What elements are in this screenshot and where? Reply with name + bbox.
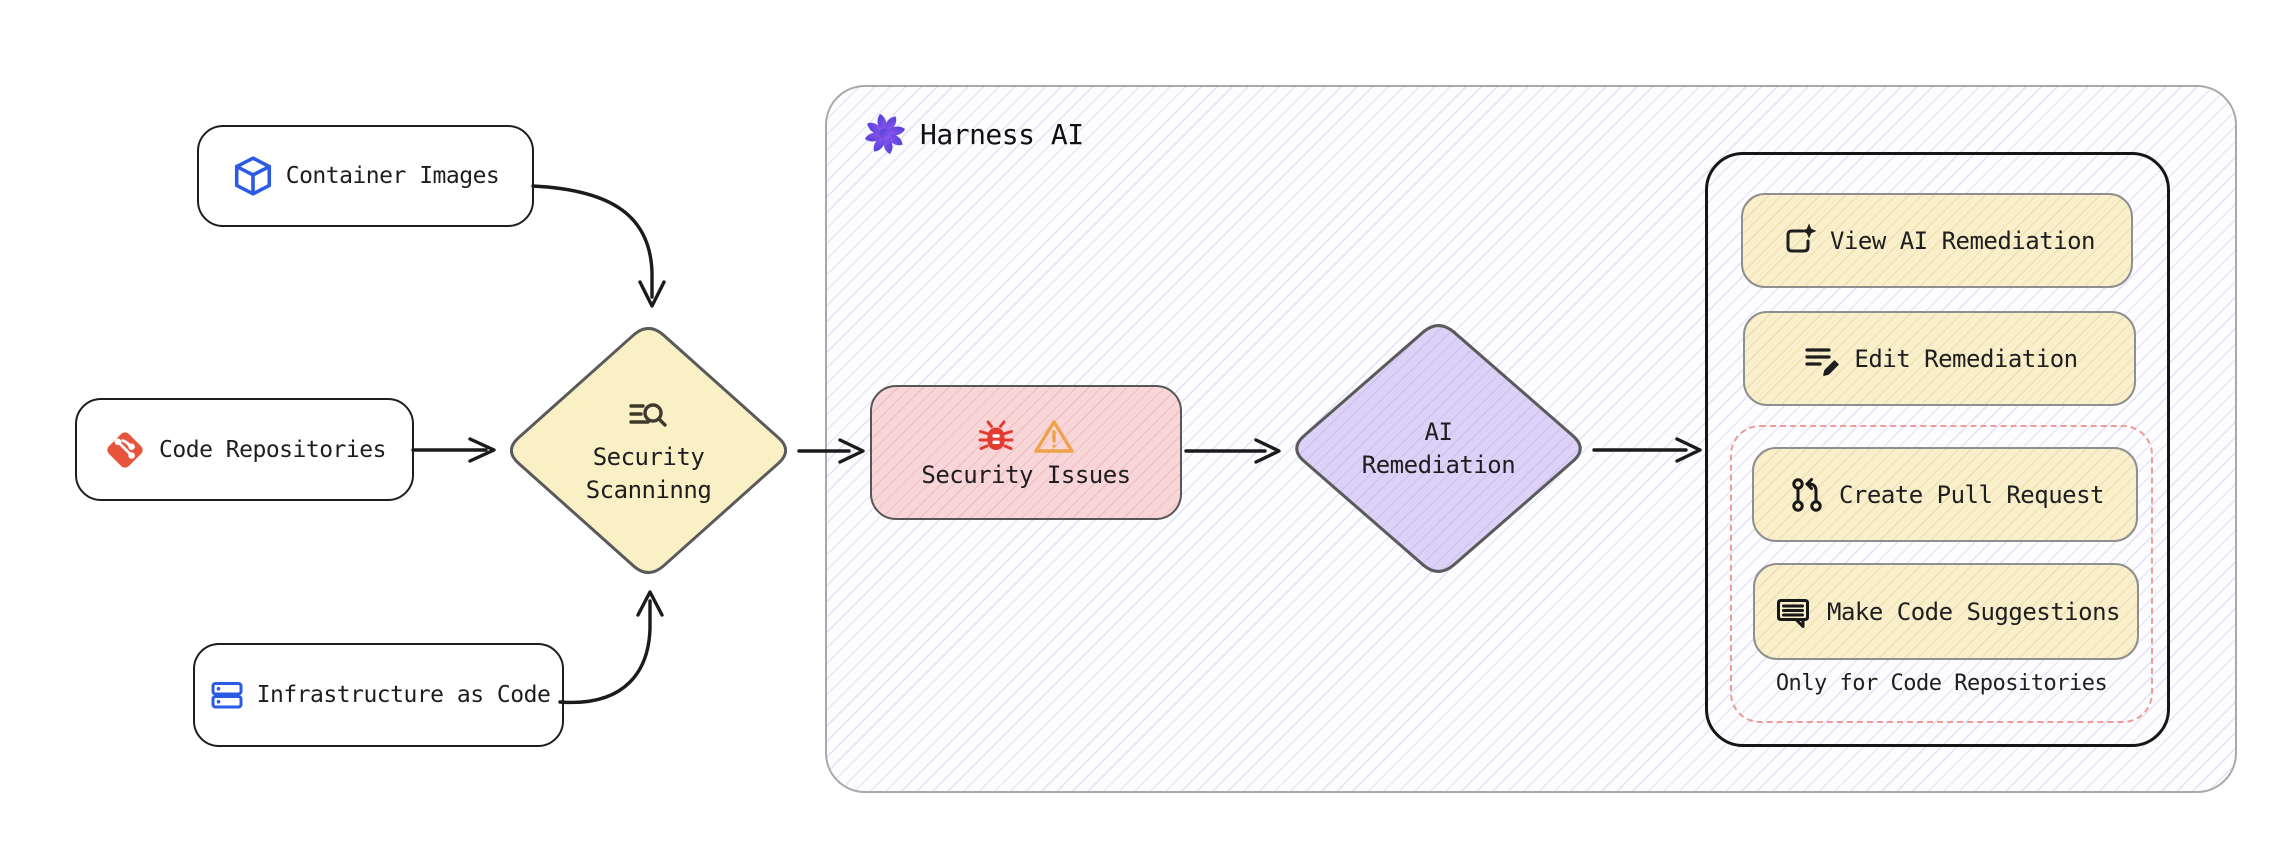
view-ai-remediation-button[interactable]: View AI Remediation [1741,193,2133,288]
group-note: Only for Code Repositories [1775,671,2108,696]
git-icon [107,431,143,468]
node-label: Container Images [285,163,500,189]
remediation-actions-box: View AI Remediation Edit Remediation [1705,152,2170,747]
arrow-infra-to-scanning [558,599,652,705]
node-ai-remediation[interactable]: AI Remediation [1285,315,1592,582]
button-label: Edit Remediation [1854,344,2078,373]
edit-remediation-button[interactable]: Edit Remediation [1743,311,2136,406]
button-label: View AI Remediation [1829,226,2096,255]
button-label: Make Code Suggestions [1827,597,2120,626]
node-security-issues[interactable]: Security Issues [870,385,1182,520]
document-sparkle-icon [1786,223,1817,252]
node-code-repositories[interactable]: Code Repositories [75,398,414,501]
edit-list-pencil-icon [1805,347,1840,376]
arrow-container-images-to-scanning [531,184,654,299]
node-infrastructure-as-code[interactable]: Infrastructure as Code [193,643,564,747]
node-label: Code Repositories [159,436,386,463]
scanning-label-line2: Scanninng [585,475,712,504]
diamond-shape [509,326,788,575]
comment-lines-icon [1777,598,1810,628]
harness-ai-title: Harness AI [920,117,1084,151]
issues-label: Security Issues [921,460,1131,489]
bug-icon [978,420,1014,450]
code-repositories-only-group: Create Pull Request Make Code Suggestion… [1730,425,2153,723]
diamond-shape [1295,324,1582,573]
remediation-label-line1: AI [1424,417,1453,446]
button-label: Create Pull Request [1838,480,2105,509]
warning-icon [1034,419,1074,453]
server-stack-icon [211,682,243,709]
node-container-images[interactable]: Container Images [197,125,534,227]
remediation-label-line2: Remediation [1361,450,1516,479]
make-code-suggestions-button[interactable]: Make Code Suggestions [1753,563,2139,660]
pull-request-icon [1792,477,1822,512]
scanning-label-line1: Security [592,442,705,471]
create-pull-request-button[interactable]: Create Pull Request [1752,447,2138,542]
cube-icon [234,156,271,196]
harness-ai-header: Harness AI [860,109,1084,159]
search-list-icon [628,402,667,427]
node-security-scanning[interactable]: Security Scanninng [500,318,797,583]
node-label: Infrastructure as Code [256,682,551,708]
harness-ai-flower-icon [865,114,905,154]
